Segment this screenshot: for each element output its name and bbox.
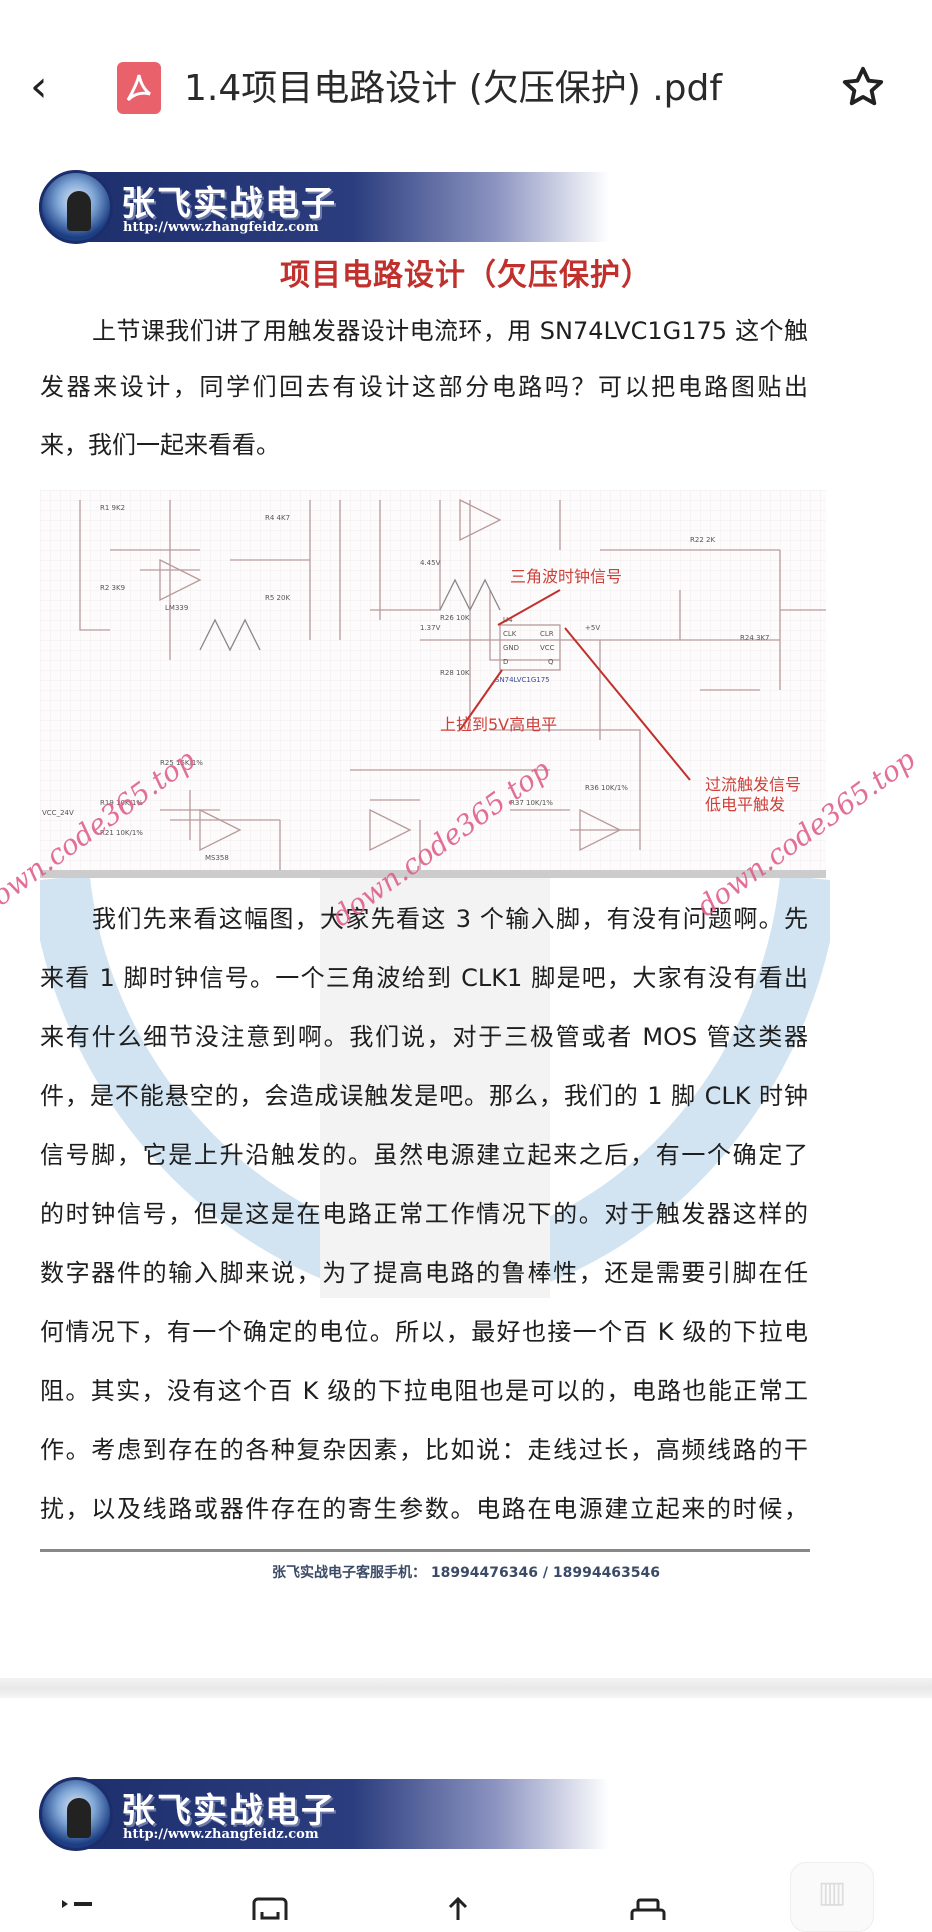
resistor-label: R2 3K9 xyxy=(100,584,125,592)
brand-logo xyxy=(39,1777,113,1851)
background-portrait-watermark xyxy=(40,878,830,1298)
reading-mode-icon[interactable]: ▥ xyxy=(790,1862,874,1932)
resistor-label: R19 10K/1% xyxy=(100,799,143,807)
paragraph-line: 的时钟信号，但是这是在电路正常工作情况下的。对于触发器这样的 xyxy=(40,1200,808,1228)
resistor-label: R25 15K/1% xyxy=(160,759,203,767)
pdf-page-1[interactable]: 张飞实战电子 http://www.zhangfeidz.com 项目电路设计（… xyxy=(0,160,932,1678)
paragraph-line: 扰，以及线路或器件存在的寄生参数。电路在电源建立起来的时候， xyxy=(40,1495,808,1523)
chevron-left-icon[interactable]: ‹ xyxy=(30,61,48,112)
pdf-page-2[interactable]: 张飞实战电子 http://www.zhangfeidz.com xyxy=(0,1698,932,1920)
pin-label: CLK xyxy=(503,630,517,638)
page-heading: 项目电路设计（欠压保护） xyxy=(280,258,652,293)
share-icon[interactable] xyxy=(438,1896,478,1920)
opamp-label: LM339 xyxy=(165,604,188,612)
resistor-label: R4 4K7 xyxy=(265,514,290,522)
paragraph-line: 来，我们一起来看看。 xyxy=(40,431,280,459)
resistor-label: R1 9K2 xyxy=(100,504,125,512)
resistor-label: R36 10K/1% xyxy=(585,784,628,792)
paragraph-line: 发器来设计，同学们回去有设计这部分电路吗？可以把电路图贴出 xyxy=(40,373,808,401)
brand-logo xyxy=(39,170,113,244)
pin-label: CLR xyxy=(540,630,554,638)
paragraph-line: 上节课我们讲了用触发器设计电流环，用 SN74LVC1G175 这个触 xyxy=(92,317,808,345)
pdf-icon xyxy=(117,62,161,114)
print-icon[interactable] xyxy=(628,1896,668,1920)
paragraph-line: 件，是不能悬空的，会造成误触发是吧。那么，我们的 1 脚 CLK 时钟 xyxy=(40,1082,808,1110)
footer-contact: 张飞实战电子客服手机： 18994476346 / 18994463546 xyxy=(271,1565,661,1581)
brand-name: 张飞实战电子 xyxy=(121,1791,337,1831)
star-icon[interactable] xyxy=(840,64,886,110)
annotation-trigger: 低电平触发 xyxy=(705,795,785,814)
resistor-label: R26 10K xyxy=(440,614,470,622)
pin-label: Q xyxy=(548,658,554,666)
resistor-label: R21 10K/1% xyxy=(100,829,143,837)
plus5-label: +5V xyxy=(585,624,600,632)
brand-banner: 张飞实战电子 http://www.zhangfeidz.com xyxy=(39,1777,609,1851)
circuit-diagram: U4 CLK GND D CLR VCC Q SN74LVC1G175 VCC_… xyxy=(40,490,826,878)
paragraph-line: 我们先来看这幅图，大家先看这 3 个输入脚，有没有问题啊。先 xyxy=(92,905,808,933)
brand-url: http://www.zhangfeidz.com xyxy=(123,1827,319,1842)
chip-name: SN74LVC1G175 xyxy=(495,676,550,684)
annotation-clock: 三角波时钟信号 xyxy=(510,567,622,586)
pin-label: GND xyxy=(503,644,519,652)
paragraph-line: 作。考虑到存在的各种复杂因素，比如说：走线过长，高频线路的干 xyxy=(40,1436,808,1464)
footer-divider xyxy=(40,1549,810,1552)
resistor-label: R22 2K xyxy=(690,536,715,544)
resistor-label: R5 20K xyxy=(265,594,290,602)
document-title: 1.4项目电路设计 (欠压保护) .pdf xyxy=(184,68,723,109)
paragraph-line: 何情况下，有一个确定的电位。所以，最好也接一个百 K 级的下拉电 xyxy=(40,1318,808,1346)
brand-url: http://www.zhangfeidz.com xyxy=(123,220,319,235)
paragraph-line: 数字器件的输入脚来说，为了提高电路的鲁棒性，还是需要引脚在任 xyxy=(40,1259,808,1287)
resistor-label: R37 10K/1% xyxy=(510,799,553,807)
opamp-label: MS358 xyxy=(205,854,229,862)
paragraph-line: 来有什么细节没注意到啊。我们说，对于三极管或者 MOS 管这类器 xyxy=(40,1023,808,1051)
annotation-trigger: 过流触发信号 xyxy=(705,775,801,794)
pin-label: D xyxy=(503,658,508,666)
brand-banner: 张飞实战电子 http://www.zhangfeidz.com xyxy=(39,170,609,244)
paragraph-line: 来看 1 脚时钟信号。一个三角波给到 CLK1 脚是吧，大家有没有看出 xyxy=(40,964,808,992)
annotate-icon[interactable] xyxy=(250,1896,290,1920)
outline-icon[interactable] xyxy=(60,1896,100,1920)
annotation-pullup: 上拉到5V高电平 xyxy=(440,715,557,734)
top-bar: ‹ 1.4项目电路设计 (欠压保护) .pdf xyxy=(0,0,932,160)
paragraph-line: 阻。其实，没有这个百 K 级的下拉电阻也是可以的，电路也能正常工 xyxy=(40,1377,808,1405)
voltage-high: 4.45V xyxy=(420,559,441,567)
vcc-label: VCC_24V xyxy=(42,809,74,817)
resistor-label: R24 3K7 xyxy=(740,634,770,642)
voltage-low: 1.37V xyxy=(420,624,441,632)
resistor-label: R28 10K xyxy=(440,669,470,677)
page-separator xyxy=(0,1678,932,1698)
brand-name: 张飞实战电子 xyxy=(121,184,337,224)
pin-label: VCC xyxy=(540,644,555,652)
paragraph-line: 信号脚，它是上升沿触发的。虽然电源建立起来之后，有一个确定了 xyxy=(40,1141,808,1169)
